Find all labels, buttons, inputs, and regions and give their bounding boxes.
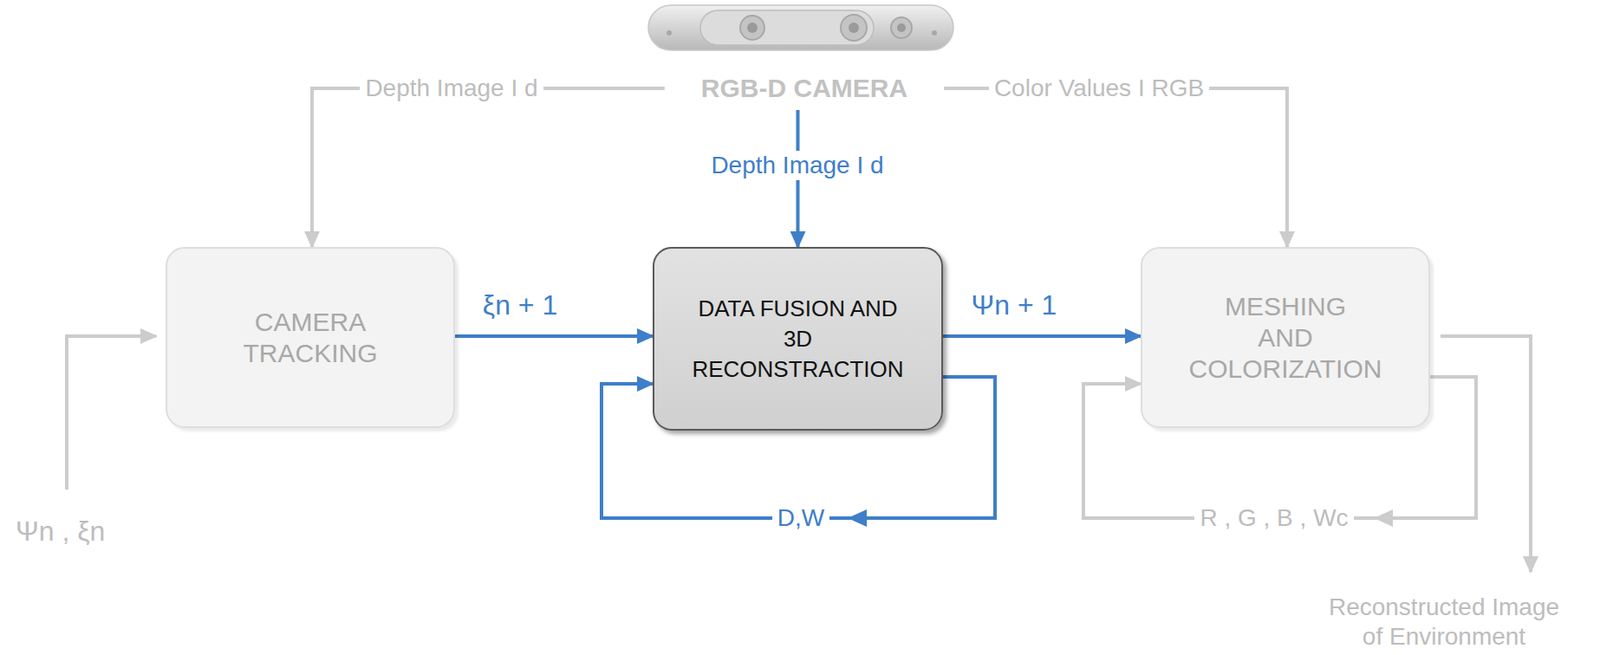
signal-label: Depth Image I d	[705, 150, 889, 181]
signal-label: Color Values I RGB	[988, 73, 1210, 104]
node-text: MESHING AND COLORIZATION	[1164, 291, 1407, 385]
signal-label: Ψn + 1	[966, 290, 1063, 320]
signal-label: D,W	[772, 503, 830, 534]
connector-arrow	[943, 88, 1288, 248]
connector-arrow	[943, 334, 1141, 339]
connector-arrow	[312, 88, 665, 248]
signal-label: ξn + 1	[477, 290, 563, 320]
input-label: Ψn , ξn	[10, 516, 111, 547]
node-text: CAMERA TRACKING	[188, 306, 432, 370]
process-box: DATA FUSION AND 3D RECONSTRACTION	[652, 247, 944, 431]
rgbd-camera-illustration	[648, 5, 954, 51]
output-line	[1440, 336, 1531, 573]
device-label: RGB-D CAMERA	[699, 73, 910, 104]
signal-label: Depth Image I d	[359, 73, 543, 104]
process-box: CAMERA TRACKING	[165, 247, 456, 429]
connector-arrow	[455, 334, 653, 339]
input-line	[66, 336, 157, 490]
node-text: RGB-D CAMERA	[701, 73, 908, 104]
node-text: DATA FUSION AND 3D RECONSTRACTION	[684, 293, 912, 385]
output-label: Reconstructed Image of Environment	[1315, 592, 1574, 652]
signal-label: R , G , B , Wc	[1194, 503, 1353, 534]
process-box: MESHING AND COLORIZATION	[1140, 247, 1431, 429]
